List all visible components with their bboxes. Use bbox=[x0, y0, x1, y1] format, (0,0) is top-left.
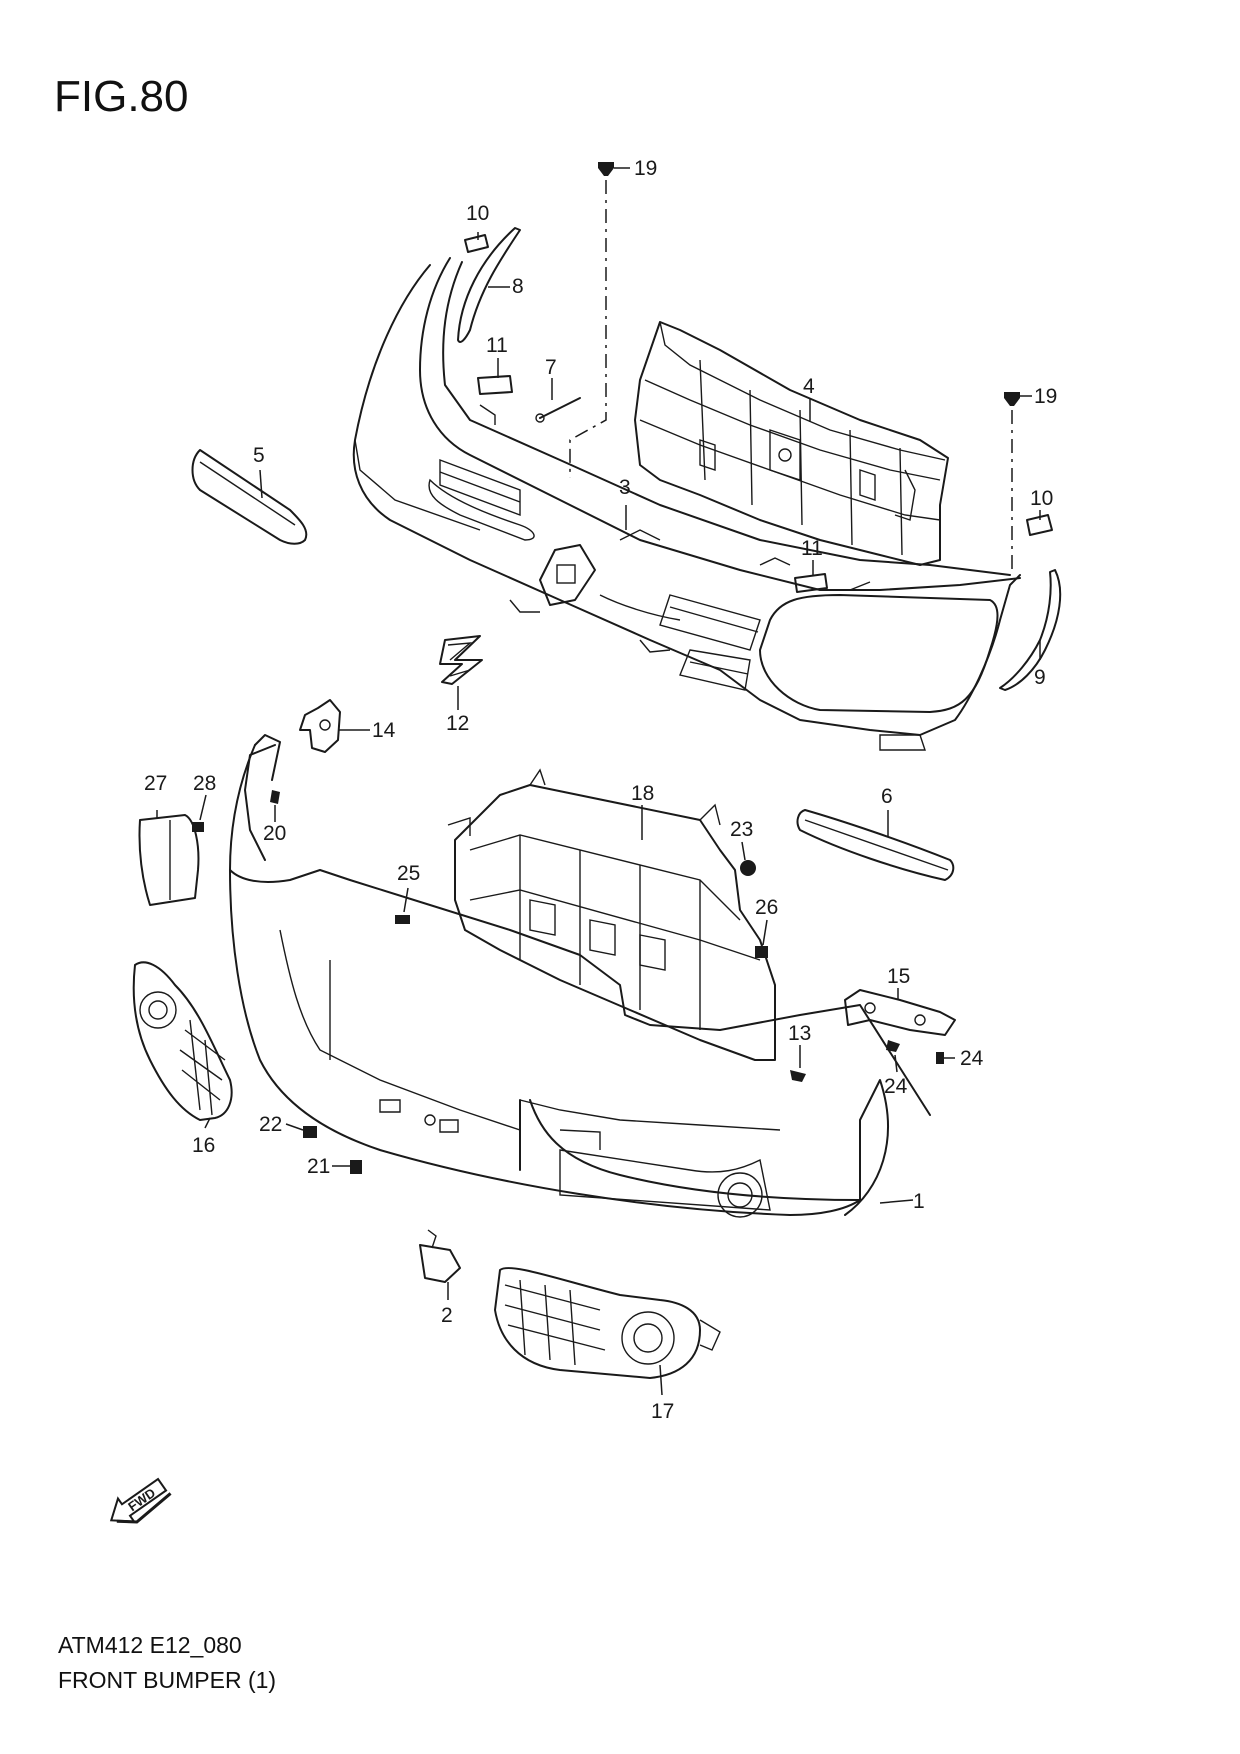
callout-5: 5 bbox=[253, 444, 265, 467]
part-18-absorber[interactable] bbox=[447, 768, 776, 1061]
part-19-clip-top[interactable] bbox=[598, 162, 614, 176]
callout-10-right: 10 bbox=[1030, 487, 1053, 510]
part-24-screw-right[interactable] bbox=[936, 1052, 944, 1064]
part-20-screw[interactable] bbox=[270, 790, 280, 804]
part-17-right-fog-grille[interactable] bbox=[494, 1267, 721, 1379]
part-5-left-moulding[interactable] bbox=[191, 449, 308, 545]
part-1-bumper-cover[interactable] bbox=[229, 734, 931, 1218]
part-6-right-moulding[interactable] bbox=[796, 809, 955, 881]
part-22-clip[interactable] bbox=[303, 1126, 317, 1138]
callout-6: 6 bbox=[881, 785, 893, 808]
callout-21: 21 bbox=[307, 1155, 330, 1178]
part-24-screw-left[interactable] bbox=[886, 1040, 900, 1052]
callout-24-right: 24 bbox=[960, 1047, 984, 1070]
callout-20: 20 bbox=[263, 822, 286, 845]
part-26-screw[interactable] bbox=[755, 946, 768, 958]
callout-26: 26 bbox=[755, 896, 778, 919]
callout-3: 3 bbox=[619, 476, 631, 499]
fwd-arrow-icon: FWD bbox=[109, 1477, 172, 1524]
callout-12: 12 bbox=[446, 712, 469, 735]
callout-9: 9 bbox=[1034, 666, 1046, 689]
callout-1: 1 bbox=[913, 1190, 925, 1213]
part-15-bracket[interactable] bbox=[844, 989, 956, 1036]
callout-28: 28 bbox=[193, 772, 216, 795]
callout-19-right: 19 bbox=[1034, 385, 1057, 408]
part-11-label-left[interactable] bbox=[477, 375, 513, 395]
part-28-screw[interactable] bbox=[192, 822, 204, 832]
part-3-upper-grille[interactable] bbox=[352, 257, 1021, 751]
callout-24-left: 24 bbox=[884, 1075, 908, 1098]
part-27-side-cover[interactable] bbox=[138, 814, 200, 906]
figure-code: ATM412 E12_080 bbox=[58, 1632, 242, 1658]
callout-7: 7 bbox=[545, 356, 557, 379]
callout-16: 16 bbox=[192, 1134, 215, 1157]
part-2-tow-cap[interactable] bbox=[419, 1229, 461, 1283]
callout-11-left: 11 bbox=[486, 334, 508, 357]
callout-8: 8 bbox=[512, 275, 524, 298]
figure-title: FIG.80 bbox=[54, 72, 189, 121]
callout-17: 17 bbox=[651, 1400, 674, 1423]
part-4-grille-reinforcement[interactable] bbox=[634, 321, 949, 566]
callout-2: 2 bbox=[441, 1304, 453, 1327]
callout-18: 18 bbox=[631, 782, 654, 805]
callout-14: 14 bbox=[372, 719, 396, 742]
part-14-bracket[interactable] bbox=[299, 699, 341, 753]
callout-25: 25 bbox=[397, 862, 420, 885]
callout-11-right: 11 bbox=[801, 537, 823, 560]
callout-15: 15 bbox=[887, 965, 910, 988]
part-9-strip[interactable] bbox=[999, 569, 1062, 691]
part-12-emblem[interactable] bbox=[439, 635, 483, 685]
callout-23: 23 bbox=[730, 818, 753, 841]
part-10-label-left[interactable] bbox=[464, 234, 489, 253]
part-11-label-right[interactable] bbox=[794, 573, 828, 593]
callout-13: 13 bbox=[788, 1022, 811, 1045]
callout-27: 27 bbox=[144, 772, 167, 795]
callout-10-left: 10 bbox=[466, 202, 489, 225]
part-16-left-fog-grille[interactable] bbox=[132, 961, 233, 1121]
part-7-pin[interactable] bbox=[535, 397, 581, 423]
part-10-label-right[interactable] bbox=[1026, 514, 1053, 536]
part-19-clip-right[interactable] bbox=[1004, 392, 1020, 406]
part-25-screw[interactable] bbox=[395, 915, 410, 924]
callout-19-top: 19 bbox=[634, 157, 657, 180]
leader-lines bbox=[156, 167, 1041, 1396]
callout-22: 22 bbox=[259, 1113, 282, 1136]
callout-4: 4 bbox=[803, 375, 815, 398]
figure-name: FRONT BUMPER (1) bbox=[58, 1667, 277, 1693]
part-8-strip[interactable] bbox=[457, 227, 521, 343]
part-21-screw[interactable] bbox=[350, 1160, 362, 1174]
part-23-nut[interactable] bbox=[740, 860, 756, 876]
part-13-screw[interactable] bbox=[790, 1070, 806, 1082]
